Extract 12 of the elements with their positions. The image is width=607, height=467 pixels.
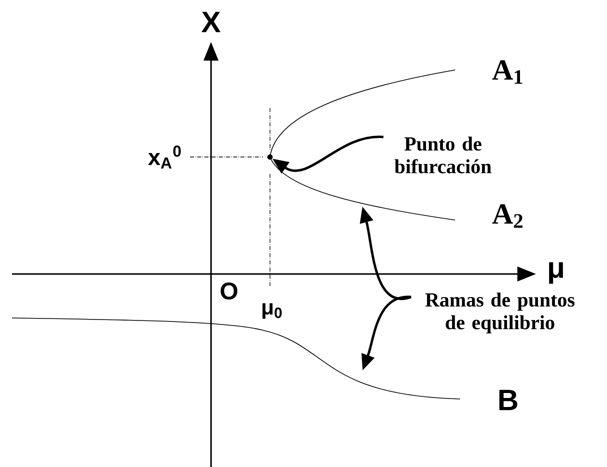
- branch-curve: [270, 70, 456, 158]
- axis-label: x$_{A}$0: [148, 146, 181, 168]
- axis-label: X: [201, 12, 221, 32]
- axis-label: B: [499, 390, 518, 410]
- axis-label: O: [220, 282, 238, 300]
- axis-label: A$_{1}$: [492, 60, 522, 84]
- axis-label: μ$_{0}$: [262, 303, 282, 319]
- note-text: Punto de bifurcación: [394, 136, 492, 174]
- bifurcation-point: [267, 154, 273, 160]
- axis-label: A$_{2}$: [492, 204, 523, 228]
- note-text: Ramas de puntos de equilibrio: [425, 292, 574, 334]
- axis-label: μ: [549, 262, 564, 284]
